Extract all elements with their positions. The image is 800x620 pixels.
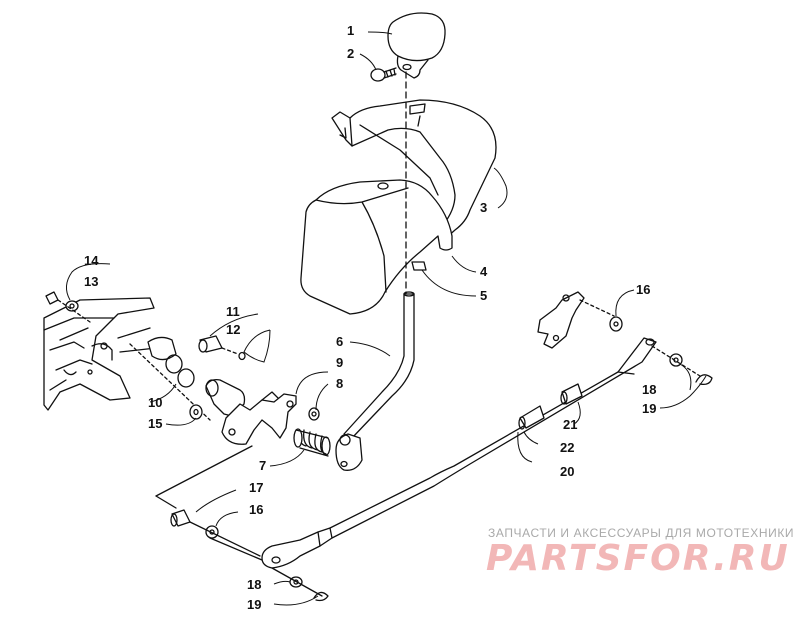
shift-linkage-part[interactable] [537, 291, 623, 349]
shift-washer-part[interactable] [411, 261, 427, 271]
frame-bracket [43, 297, 157, 411]
callout-21[interactable]: 21 [563, 417, 578, 432]
callout-18-upper[interactable]: 18 [642, 382, 657, 397]
pivot-washer-part[interactable] [189, 404, 203, 420]
callout-16-lower[interactable]: 16 [249, 502, 264, 517]
bracket-nut-part[interactable] [308, 407, 320, 421]
callout-16-upper[interactable]: 16 [636, 282, 651, 297]
callout-8[interactable]: 8 [336, 376, 344, 391]
callout-20[interactable]: 20 [560, 464, 575, 479]
callout-15[interactable]: 15 [148, 416, 163, 431]
pivot-pin-part[interactable] [198, 335, 246, 361]
callout-9[interactable]: 9 [336, 355, 344, 370]
bracket-bolt-part[interactable] [45, 291, 91, 323]
pivot-shaft-bracket-part[interactable] [205, 378, 297, 445]
shift-lever-part[interactable] [335, 291, 415, 471]
callout-5[interactable]: 5 [480, 288, 488, 303]
rod-sleeve-part[interactable] [518, 383, 583, 430]
rod-end-washer-part[interactable] [651, 345, 713, 386]
callout-12[interactable]: 12 [226, 322, 241, 337]
callout-17[interactable]: 17 [249, 480, 264, 495]
callout-14[interactable]: 14 [84, 253, 99, 268]
pivot-bushing-part[interactable] [129, 336, 211, 421]
callout-22[interactable]: 22 [560, 440, 575, 455]
upper-console-part[interactable] [331, 99, 497, 239]
watermark-tagline: ЗАПЧАСТИ И АКСЕССУАРЫ ДЛЯ МОТОТЕХНИКИ [488, 526, 795, 540]
callout-2[interactable]: 2 [347, 46, 355, 61]
callout-4[interactable]: 4 [480, 264, 488, 279]
callout-10[interactable]: 10 [148, 395, 163, 410]
shift-knob-part[interactable] [387, 12, 446, 79]
callout-6[interactable]: 6 [336, 334, 344, 349]
callout-18-lower[interactable]: 18 [247, 577, 262, 592]
callout-19-lower[interactable]: 19 [247, 597, 262, 612]
callout-13[interactable]: 13 [84, 274, 99, 289]
callout-11[interactable]: 11 [226, 304, 240, 319]
callout-19-upper[interactable]: 19 [642, 401, 657, 416]
set-screw-part[interactable] [370, 67, 397, 82]
callout-7[interactable]: 7 [259, 458, 267, 473]
return-spring-part[interactable] [293, 428, 331, 457]
callout-3[interactable]: 3 [480, 200, 488, 215]
callout-1[interactable]: 1 [347, 23, 355, 38]
shift-boot-part[interactable] [300, 179, 453, 315]
watermark-brand: PARTSFOR.RU [486, 538, 790, 579]
